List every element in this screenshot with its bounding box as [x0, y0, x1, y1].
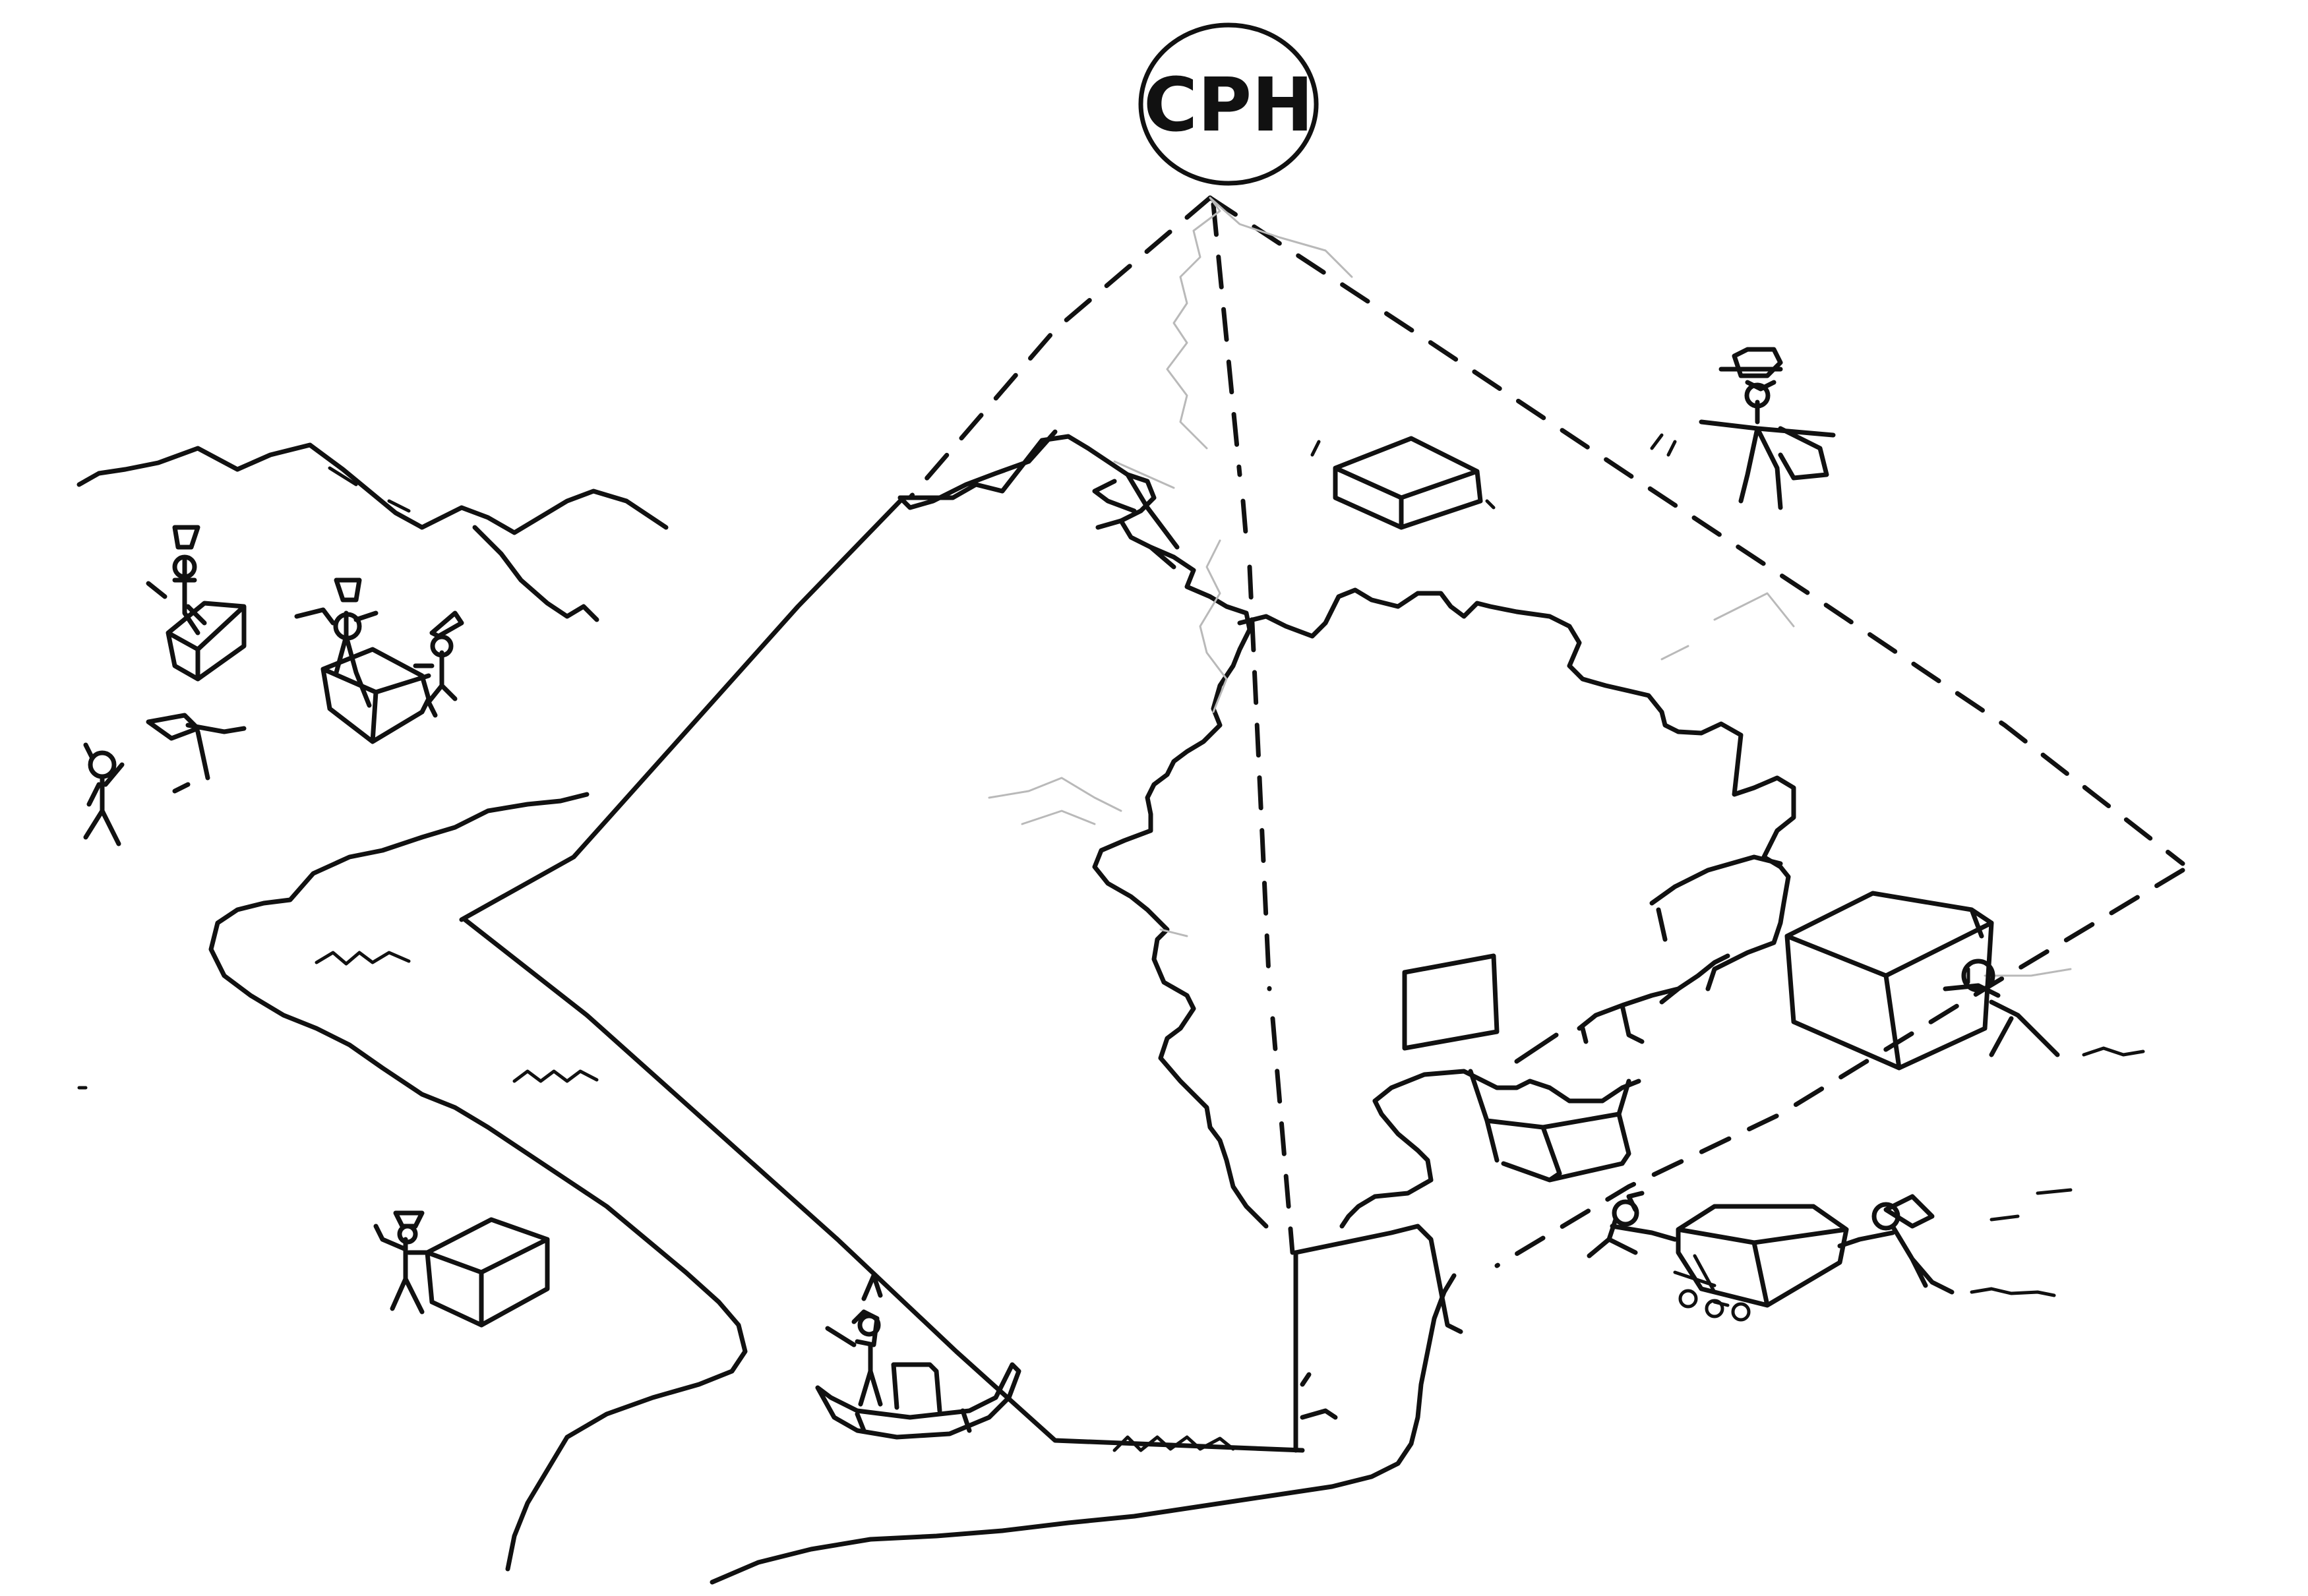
- lying-worker: [83, 713, 247, 846]
- pyramid-icon: [459, 202, 1796, 1453]
- worker-pushing-block: [294, 577, 379, 708]
- boat-rower: [825, 1273, 883, 1407]
- apex-label: CPH: [1138, 22, 1319, 186]
- flying-caped-figure: [1650, 347, 1836, 510]
- boat-icon: [815, 1362, 1021, 1440]
- block-hauler: [1943, 959, 2060, 1057]
- sled-pullers: [1587, 1191, 2056, 1297]
- pyramid-ghost-outline: [907, 195, 2185, 1268]
- stone-block-icon: [166, 436, 1994, 1413]
- apex-label-text: CPH: [1143, 63, 1314, 148]
- ground-marks: [77, 1046, 2145, 1222]
- cart-puller: [413, 610, 464, 718]
- mountain-icon: [76, 442, 669, 622]
- waving-worker: [373, 1210, 431, 1315]
- worker-with-block: [146, 525, 207, 635]
